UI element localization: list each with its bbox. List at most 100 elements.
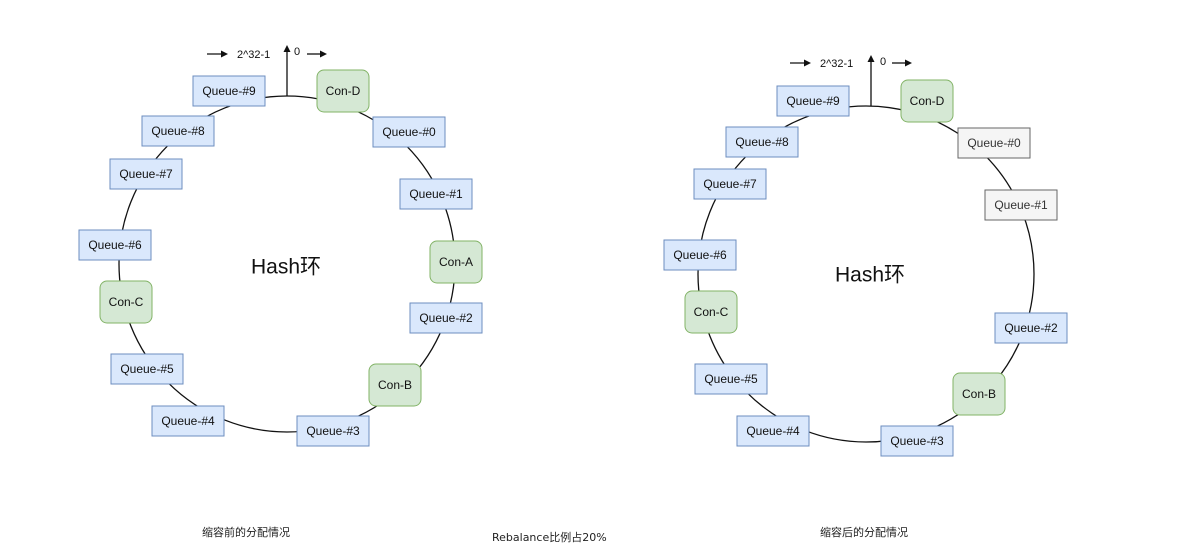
queue-node-box xyxy=(409,302,483,334)
queue-node-box xyxy=(399,178,473,210)
consumer-node-box xyxy=(952,372,1006,416)
ring-title: Hash环 xyxy=(835,264,905,287)
queue-node: Queue-#0 xyxy=(372,116,446,148)
queue-node-box xyxy=(78,229,152,261)
queue-node-label: Queue-#0 xyxy=(967,136,1021,150)
consumer-node: Con-C xyxy=(684,290,738,334)
right-arrow-icon xyxy=(804,59,811,67)
queue-node: Queue-#8 xyxy=(725,126,799,158)
hash-ring-circle xyxy=(697,105,1035,443)
queue-node-label: Queue-#9 xyxy=(786,94,840,108)
consumer-node-box xyxy=(684,290,738,334)
consumer-node: Con-D xyxy=(316,69,370,113)
queue-node: Queue-#3 xyxy=(880,425,954,457)
queue-node: Queue-#4 xyxy=(151,405,225,437)
queue-node-label: Queue-#2 xyxy=(419,311,473,325)
caption-rebalance-ratio: Rebalance比例占20% xyxy=(492,531,607,544)
queue-node-label: Queue-#0 xyxy=(382,125,436,139)
consumer-node-box xyxy=(900,79,954,123)
queue-node: Queue-#2 xyxy=(409,302,483,334)
queue-node-box xyxy=(141,115,215,147)
consumer-node-box xyxy=(368,363,422,407)
consumer-node: Con-D xyxy=(900,79,954,123)
queue-node-label: Queue-#5 xyxy=(120,362,174,376)
queue-node: Queue-#4 xyxy=(736,415,810,447)
right-arrow-icon xyxy=(320,50,327,58)
consumer-node-box xyxy=(316,69,370,113)
consumer-node: Con-B xyxy=(368,363,422,407)
queue-node: Queue-#9 xyxy=(192,75,266,107)
queue-node-label: Queue-#8 xyxy=(735,135,789,149)
queue-node-box xyxy=(296,415,370,447)
consumer-node-label: Con-D xyxy=(326,84,361,98)
caption-after: 缩容后的分配情况 xyxy=(820,526,908,539)
queue-node-box xyxy=(725,126,799,158)
queue-node-label: Queue-#1 xyxy=(409,187,463,201)
queue-node-label: Queue-#3 xyxy=(890,434,944,448)
caption-before: 缩容前的分配情况 xyxy=(202,526,290,539)
queue-node-label: Queue-#3 xyxy=(306,424,360,438)
queue-node: Queue-#2 xyxy=(994,312,1068,344)
queue-node-box xyxy=(957,127,1031,159)
queue-node: Queue-#0 xyxy=(957,127,1031,159)
queue-node-box xyxy=(694,363,768,395)
queue-node-box xyxy=(776,85,850,117)
max-hash-label: 2^32-1 xyxy=(237,49,270,61)
queue-node: Queue-#6 xyxy=(78,229,152,261)
ring-title: Hash环 xyxy=(251,256,321,279)
right-arrow-icon xyxy=(905,59,912,67)
up-arrow-icon xyxy=(283,45,291,52)
queue-node: Queue-#1 xyxy=(984,189,1058,221)
queue-node-box xyxy=(994,312,1068,344)
up-arrow-icon xyxy=(867,55,875,62)
queue-node: Queue-#5 xyxy=(110,353,184,385)
queue-node: Queue-#9 xyxy=(776,85,850,117)
consumer-node: Con-A xyxy=(429,240,483,284)
right-arrow-icon xyxy=(221,50,228,58)
queue-node-label: Queue-#6 xyxy=(88,238,142,252)
queue-node-box xyxy=(151,405,225,437)
consumer-node-box xyxy=(99,280,153,324)
queue-node-label: Queue-#7 xyxy=(119,167,173,181)
queue-node-label: Queue-#5 xyxy=(704,372,758,386)
consumer-node-label: Con-B xyxy=(962,387,996,401)
queue-node-label: Queue-#8 xyxy=(151,124,205,138)
queue-node-box xyxy=(663,239,737,271)
consumer-node: Con-C xyxy=(99,280,153,324)
zero-hash-label: 0 xyxy=(880,56,886,68)
queue-node-label: Queue-#4 xyxy=(746,424,800,438)
queue-node-label: Queue-#6 xyxy=(673,248,727,262)
consumer-node-box xyxy=(429,240,483,284)
consumer-node-label: Con-D xyxy=(910,94,945,108)
queue-node-box xyxy=(372,116,446,148)
max-hash-label: 2^32-1 xyxy=(820,58,853,70)
consumer-node-label: Con-C xyxy=(109,295,144,309)
queue-node-box xyxy=(880,425,954,457)
queue-node: Queue-#5 xyxy=(694,363,768,395)
consumer-node-label: Con-B xyxy=(378,378,412,392)
queue-node-box xyxy=(693,168,767,200)
consumer-node-label: Con-C xyxy=(694,305,729,319)
queue-node-box xyxy=(110,353,184,385)
queue-node-label: Queue-#7 xyxy=(703,177,757,191)
queue-node-label: Queue-#9 xyxy=(202,84,256,98)
queue-node: Queue-#3 xyxy=(296,415,370,447)
queue-node-label: Queue-#2 xyxy=(1004,321,1058,335)
queue-node: Queue-#7 xyxy=(109,158,183,190)
queue-node: Queue-#1 xyxy=(399,178,473,210)
queue-node-box xyxy=(736,415,810,447)
queue-node: Queue-#6 xyxy=(663,239,737,271)
queue-node: Queue-#7 xyxy=(693,168,767,200)
consumer-node-label: Con-A xyxy=(439,255,473,269)
queue-node-box xyxy=(984,189,1058,221)
zero-hash-label: 0 xyxy=(294,46,300,58)
consumer-node: Con-B xyxy=(952,372,1006,416)
queue-node-box xyxy=(192,75,266,107)
queue-node-label: Queue-#1 xyxy=(994,198,1048,212)
queue-node: Queue-#8 xyxy=(141,115,215,147)
queue-node-box xyxy=(109,158,183,190)
queue-node-label: Queue-#4 xyxy=(161,414,215,428)
